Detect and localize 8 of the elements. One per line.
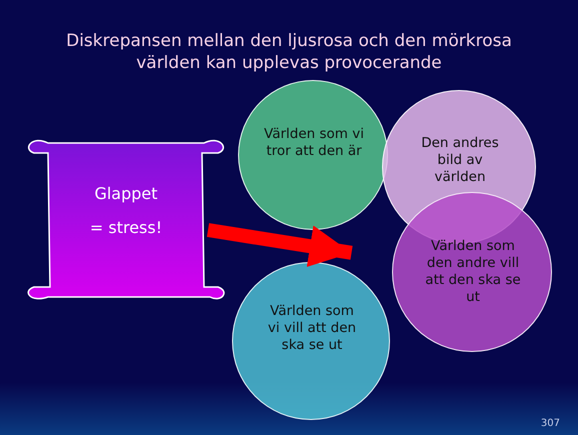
page-number: 307 [540,418,560,429]
circle-text: Världen som den andre vill att den ska se ut [424,238,522,306]
circle-text: Världen som vi vill att den ska se ut [267,303,357,354]
banner-text: Glappet = stress! [88,183,164,239]
arrow [206,223,353,267]
slide-title: Diskrepansen mellan den ljusrosa och den mörkrosa världen kan upplevas provocerande [65,30,513,74]
circle-text: Världen som vi tror att den är [264,126,364,160]
circle-text: Den andres bild av världen [420,135,500,186]
